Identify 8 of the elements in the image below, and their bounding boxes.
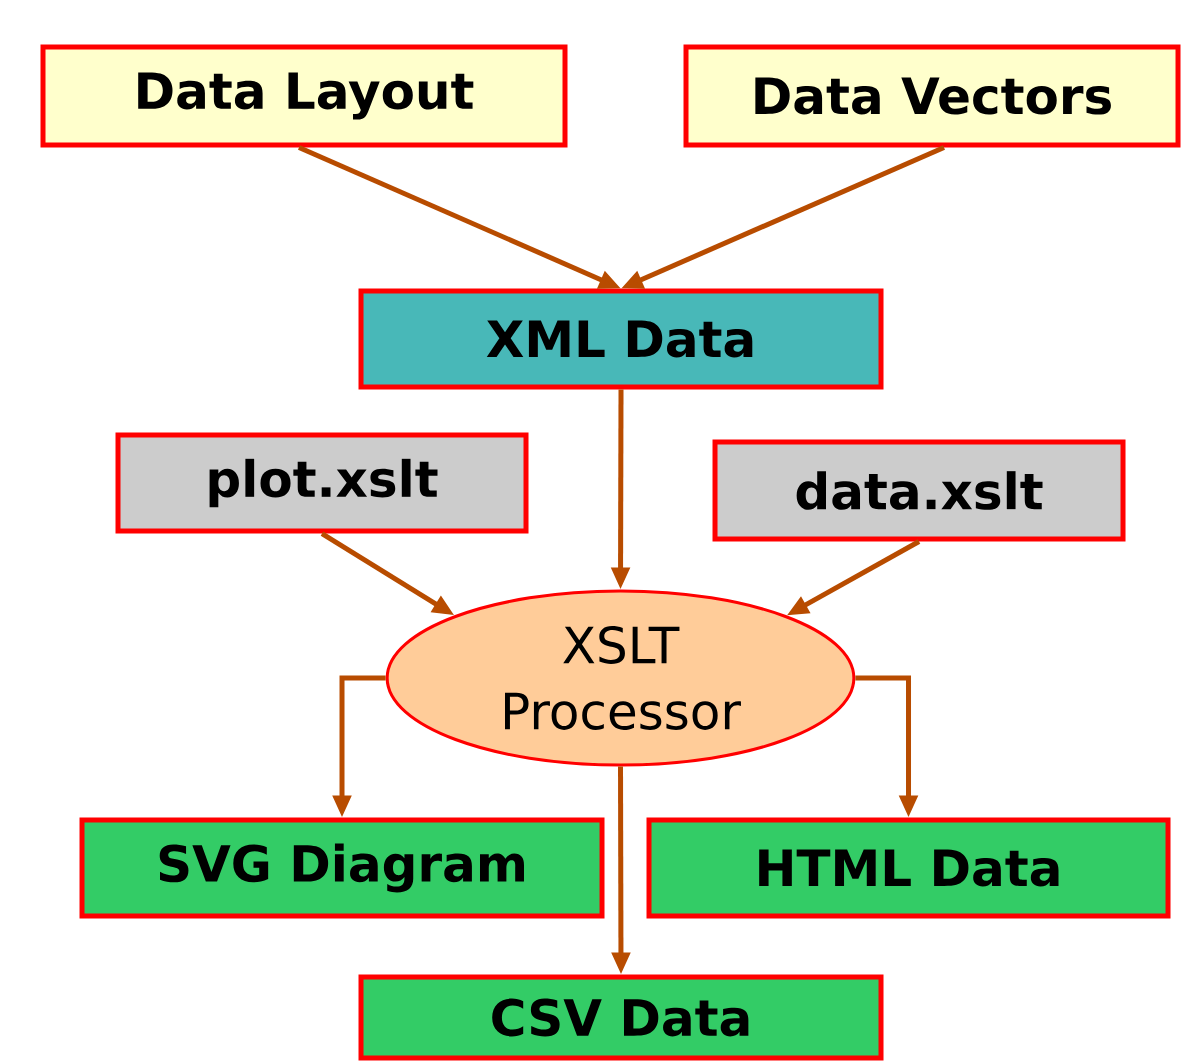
data-box: XML Data [358,288,884,390]
data-box: HTML Data [646,817,1171,919]
data-box: Data Vectors [683,44,1181,148]
data-box: Data Layout [40,44,568,148]
data-box: CSV Data [358,974,884,1061]
data-box: plot.xslt [115,432,529,534]
data-box: data.xslt [712,439,1126,542]
data-box: SVG Diagram [79,817,605,919]
